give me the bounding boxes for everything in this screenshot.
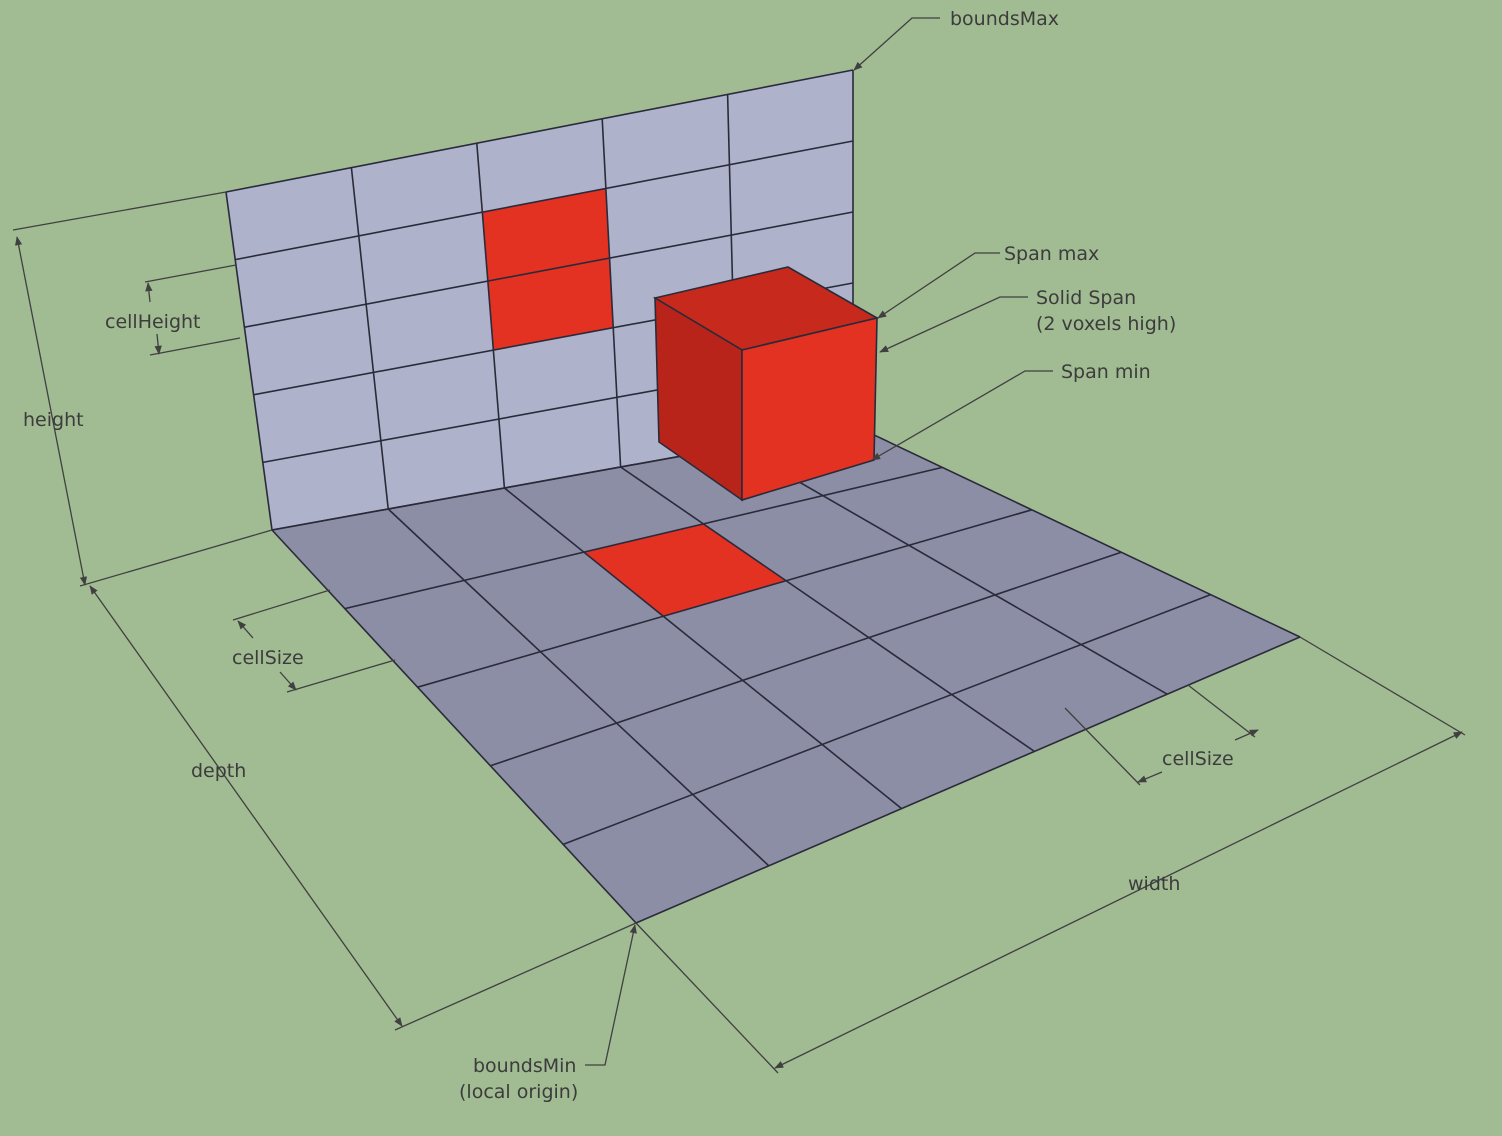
- cell-height-dimension: [144, 264, 241, 356]
- floor-grid-column-line: [852, 424, 1301, 638]
- wall-grid-column-line: [225, 191, 273, 531]
- solid-span-sublabel: (2 voxels high): [1036, 313, 1176, 335]
- depth-label: depth: [191, 760, 246, 782]
- wall-grid-column-line: [601, 118, 622, 468]
- wall-grid-column-line: [476, 143, 506, 489]
- span-max-leader: [877, 252, 1000, 319]
- span-min-leader: [871, 370, 1053, 461]
- floor-grid-column-line: [736, 445, 1168, 695]
- floor-grid: [271, 424, 1301, 924]
- wall-grid-column-line: [350, 167, 389, 510]
- height-label: height: [23, 409, 84, 431]
- bounds-min-label: boundsMin: [473, 1055, 576, 1077]
- cell-size-right-label: cellSize: [1162, 748, 1234, 770]
- solid-span-leader: [879, 296, 1028, 353]
- bounds-min-sublabel: (local origin): [459, 1081, 578, 1103]
- bounds-max-label: boundsMax: [950, 8, 1059, 30]
- wall-grid-row-line: [244, 211, 854, 328]
- cell-height-label: cellHeight: [105, 311, 201, 333]
- floor-grid-column-line: [387, 508, 770, 867]
- floor-grid-row-line: [490, 551, 1122, 767]
- wall-grid-row-line: [235, 140, 854, 261]
- floor-grid-column-line: [620, 466, 1035, 753]
- floor-plane: [272, 425, 1300, 923]
- depth-dimension: [89, 585, 637, 1031]
- cell-size-left-dimension: [232, 589, 396, 693]
- wall-highlighted-cell: [487, 258, 614, 351]
- height-dimension: [12, 191, 273, 587]
- span-min-label: Span min: [1061, 361, 1151, 383]
- width-dimension: [635, 636, 1466, 1074]
- width-label: width: [1128, 873, 1180, 895]
- floor-grid-row-line: [417, 509, 1033, 688]
- span-max-label: Span max: [1004, 243, 1099, 265]
- cell-size-right-dimension: [1064, 684, 1259, 786]
- bounds-max-leader: [853, 17, 940, 71]
- wall-highlighted-cell: [482, 188, 610, 282]
- wall-highlighted-cells: [482, 188, 614, 351]
- solid-span-cube: [652, 266, 880, 502]
- floor-grid-row-line: [344, 466, 943, 610]
- solid-span-label: Solid Span: [1036, 287, 1136, 309]
- cell-size-left-label: cellSize: [232, 647, 304, 669]
- bounds-min-leader: [585, 924, 637, 1066]
- floor-grid-row-line: [562, 593, 1211, 846]
- wall-grid-row-line: [225, 69, 854, 193]
